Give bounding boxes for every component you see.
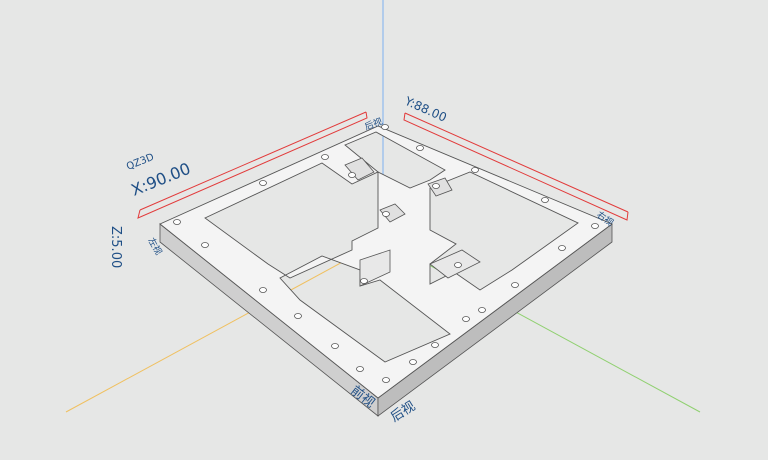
part-boss-center (359, 249, 391, 287)
part-boss-top-mid (427, 177, 453, 197)
part-holes (173, 124, 599, 383)
dimension-y-label: Y:88.00 (402, 94, 449, 125)
dimension-z-label: Z:5.00 (108, 226, 123, 268)
brand-label: QZ3D (125, 152, 156, 173)
part-boss-top-right (379, 203, 406, 223)
x-axis (65, 239, 384, 413)
dimension-y (403, 112, 629, 221)
dimension-x (137, 111, 368, 219)
